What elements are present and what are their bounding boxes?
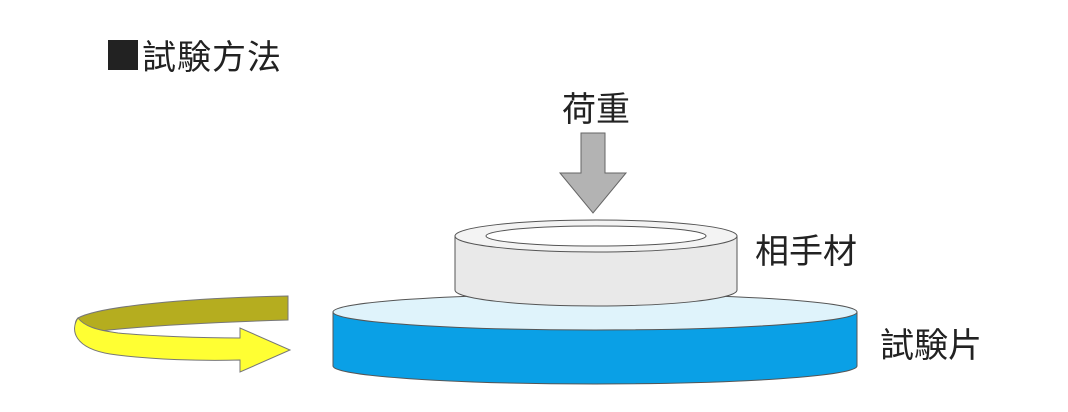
specimen-side [332,311,858,385]
counter-material-label: 相手材 [755,232,857,272]
counter-material-ring [454,219,738,307]
specimen-disc [332,293,858,385]
title-square-icon [108,39,138,70]
page-title: 試験方法 [108,30,282,79]
load-label: 荷重 [562,90,630,130]
specimen-label: 試験片 [880,326,982,366]
title-text: 試験方法 [142,38,282,78]
counter-inner-hole [485,225,707,247]
load-arrow-icon [558,132,628,214]
rotation-arrow-icon [74,295,292,373]
counter-side [454,235,738,307]
